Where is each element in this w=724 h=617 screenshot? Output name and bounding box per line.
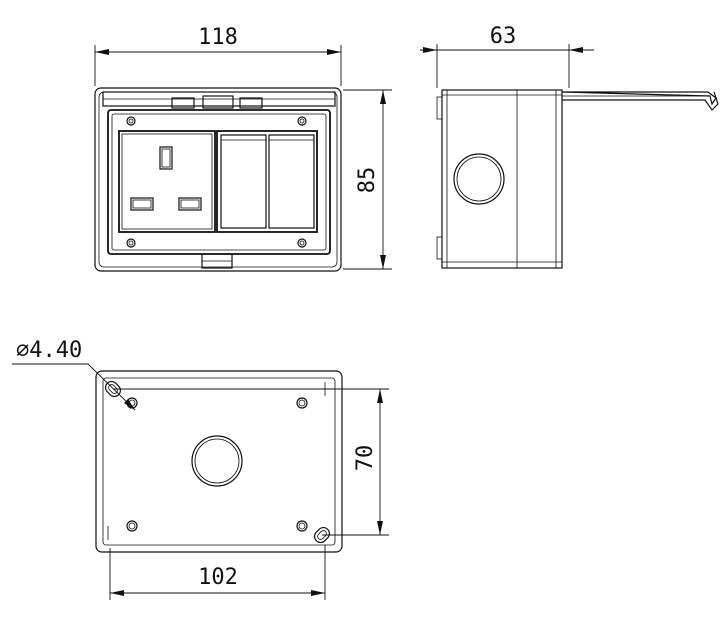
socket-neutral-pin [178,197,202,211]
front-screw-tl-inner [128,118,134,124]
side-depth-label: 63 [490,24,517,49]
socket-earth-pin-inner [161,148,171,168]
socket-live-pin [130,197,154,211]
hinge-clip-left [171,97,195,109]
side-lid-wire [561,91,717,106]
back-hole-bl-inner [128,522,136,530]
dim-102-arrow-right [311,590,325,596]
side-bottom-tab [436,236,443,260]
dim-85: 85 [343,89,392,270]
socket-outlet-inner [121,133,213,230]
side-lid-hook [562,91,719,111]
dim-85-arrow-top [380,90,386,104]
front-outer-body [94,87,342,272]
dim-102: 102 [109,545,326,600]
front-screw-br-inner [299,240,305,246]
dim-118-arrow-right [327,49,341,55]
faceplate-inner [111,113,327,251]
back-inner-body [102,377,336,546]
side-knockout [453,153,505,205]
back-hole-diameter-label: ∅4.40 [16,338,82,363]
back-hole-height-label: 70 [353,445,378,472]
front-width-label: 118 [198,25,238,50]
diameter-leader-arrow [124,399,135,410]
back-hole-br [296,520,308,532]
dim-118: 118 [94,25,342,86]
front-view [94,87,342,272]
back-outer-body [95,370,343,553]
dim-diameter: ∅4.40 [12,338,136,411]
dim-70-arrow-top [377,389,383,403]
back-hole-bl [126,520,138,532]
dim-70-arrow-bottom [377,521,383,535]
dim-70: 70 [113,388,389,536]
side-knockout-inner [456,156,502,202]
dim-102-arrow-left [110,590,124,596]
back-hole-br-inner [298,522,306,530]
front-screw-bl [126,238,136,248]
dim-63-arrow-right [569,47,583,53]
back-knockout-inner [194,438,240,484]
side-view [436,89,719,269]
dim-63-arrow-left [423,47,437,53]
back-slot-br-inner [317,530,327,540]
front-screw-tr [297,116,307,126]
socket-earth-pin [159,146,173,170]
front-screw-br [297,238,307,248]
front-height-label: 85 [355,167,380,194]
front-screw-bl-inner [128,240,134,246]
back-view [95,370,343,553]
front-screw-tr-inner [299,118,305,124]
back-hole-tr-inner [298,399,306,407]
hinge-clip-center [202,95,234,109]
socket-neutral-pin-inner [180,199,200,209]
back-hole-tr [296,397,308,409]
switch-rocker-right [268,134,315,229]
back-slot-br [313,526,331,544]
front-screw-tl [126,116,136,126]
dim-63: 63 [420,24,594,88]
diameter-leader-line [12,363,136,411]
socket-live-pin-inner [132,199,152,209]
back-hole-width-label: 102 [198,565,238,590]
dim-118-arrow-left [95,49,109,55]
switch-rocker-left [220,134,267,229]
switch-housing [216,130,318,233]
back-knockout [191,435,243,487]
side-body [441,89,563,269]
hinge-clip-right [239,97,263,109]
side-top-tab [436,96,443,120]
socket-outlet [118,130,216,233]
back-slot-br-outer [313,526,331,544]
dim-85-arrow-bottom [380,255,386,269]
